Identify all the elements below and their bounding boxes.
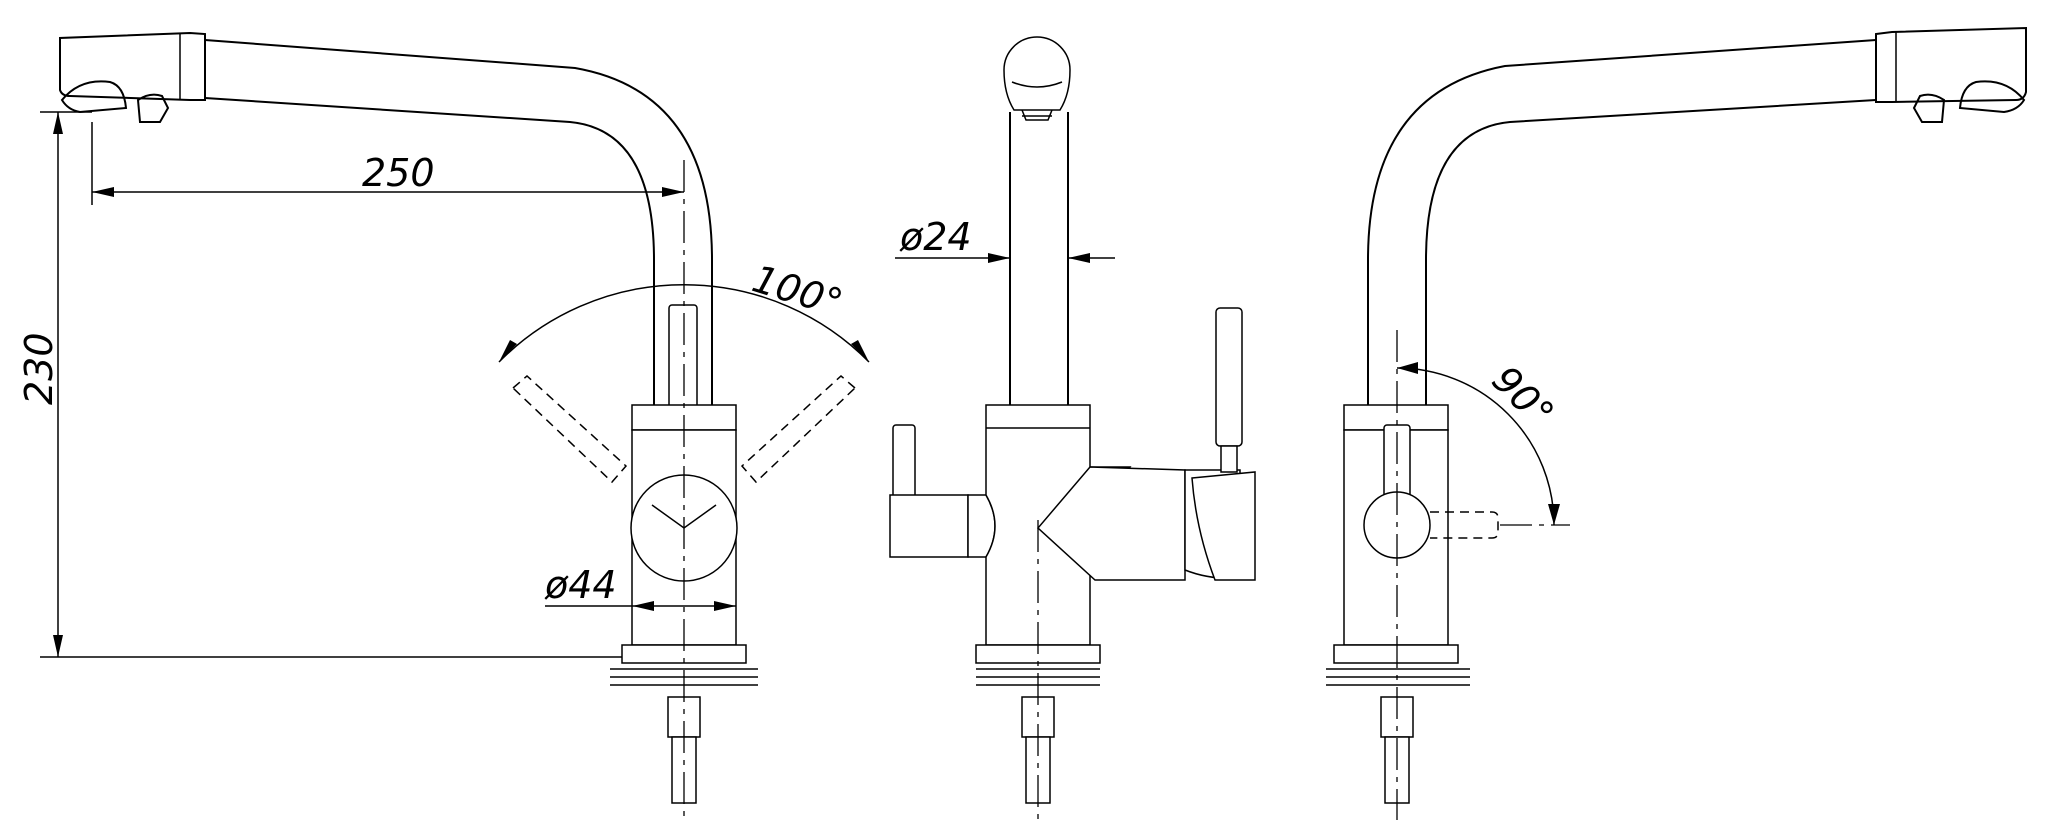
dimension-diameter-44: ø44	[544, 563, 736, 611]
front-view	[889, 36, 1256, 820]
diameter-label-spout: ø24	[899, 215, 972, 259]
angle-label-lever: 90°	[1484, 357, 1563, 436]
dimension-label-reach: 250	[362, 151, 435, 195]
side-view-left	[59, 31, 857, 820]
diameter-label-body: ø44	[544, 563, 617, 607]
dimension-250: 250	[91, 122, 684, 205]
angle-label-swivel: 100°	[747, 257, 847, 326]
dimension-diameter-24: ø24	[895, 215, 1115, 263]
dimension-label-height: 230	[17, 332, 61, 405]
side-view-right	[1326, 26, 2027, 820]
dimension-230: 230	[17, 111, 622, 658]
